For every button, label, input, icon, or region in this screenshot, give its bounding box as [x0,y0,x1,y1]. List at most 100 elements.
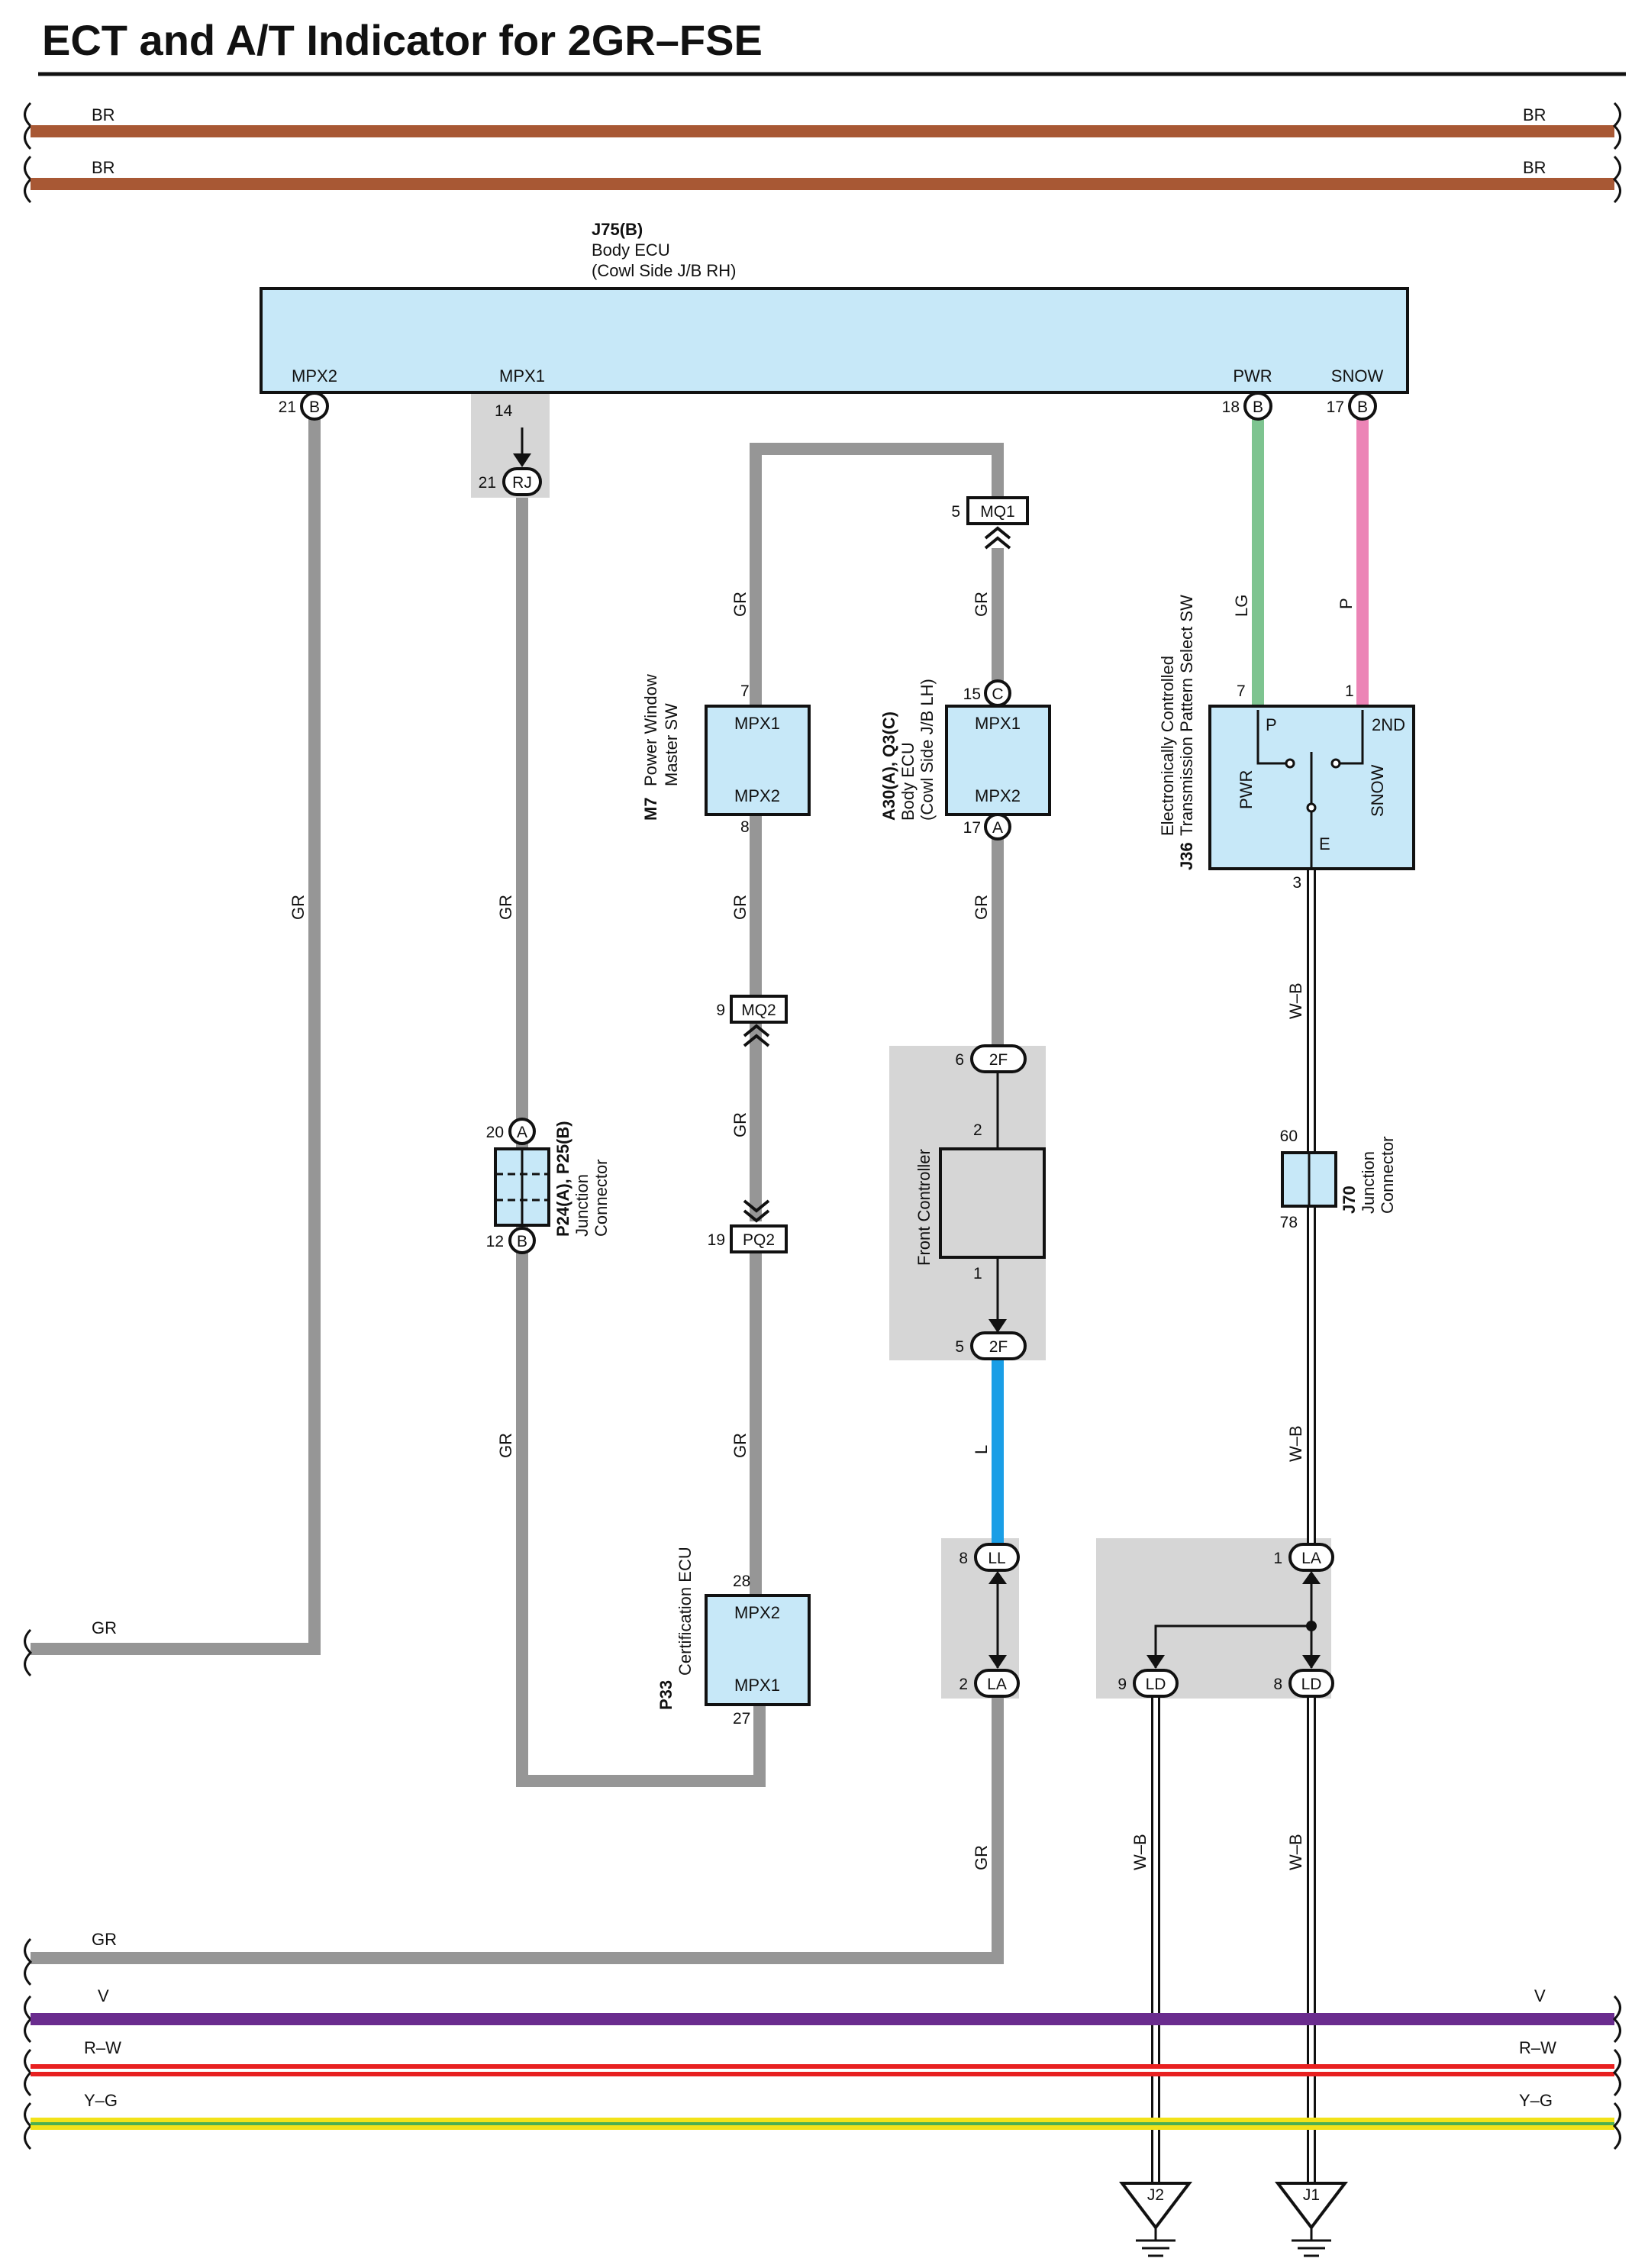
svg-text:J36: J36 [1177,842,1196,870]
svg-text:B: B [1253,398,1263,416]
j75-location: (Cowl Side J/B RH) [592,261,736,280]
svg-text:W–B: W–B [1286,1425,1305,1462]
svg-text:Junction: Junction [1359,1151,1378,1214]
svg-text:A: A [517,1124,527,1141]
svg-text:GR: GR [289,895,308,920]
bus-label-br-3: BR [1523,105,1546,124]
svg-text:E: E [1319,834,1330,853]
svg-text:9: 9 [716,1002,725,1019]
bus-label-rw-right: R–W [1519,2038,1556,2057]
svg-text:A30(A), Q3(C): A30(A), Q3(C) [879,711,898,821]
svg-text:J2: J2 [1147,2186,1164,2204]
svg-text:60: 60 [1280,1128,1298,1145]
svg-text:2F: 2F [989,1051,1008,1069]
j75-pin-pwr: PWR [1233,366,1272,386]
svg-text:W–B: W–B [1286,1834,1305,1870]
svg-text:Body ECU: Body ECU [898,742,918,821]
j75-id: J75(B) [592,220,643,239]
pq2-connector: PQ2 19 [708,1199,788,1253]
svg-text:15: 15 [963,686,981,703]
svg-text:GR: GR [972,592,991,617]
svg-text:8: 8 [959,1550,968,1567]
j75-pin-mpx1: MPX1 [499,366,545,386]
svg-text:P24(A), P25(B): P24(A), P25(B) [553,1121,572,1237]
svg-text:7: 7 [740,682,750,700]
svg-text:MPX2: MPX2 [734,786,780,805]
svg-text:J70: J70 [1340,1186,1359,1214]
svg-text:28: 28 [733,1573,750,1590]
p33-certification-ecu: 28 MPX2 MPX1 27 P33 Certification ECU [656,1547,811,1728]
svg-text:19: 19 [708,1231,725,1249]
svg-text:Certification ECU: Certification ECU [676,1547,695,1676]
svg-text:LA: LA [987,1676,1007,1693]
svg-text:C: C [992,686,1003,703]
svg-text:PQ2: PQ2 [743,1231,775,1249]
svg-text:2: 2 [959,1676,968,1693]
svg-text:MQ1: MQ1 [980,503,1015,521]
gr-label-left-2: GR [92,1930,117,1949]
ground-j1: J1 [1274,2182,1349,2257]
svg-text:Power Window: Power Window [641,674,660,786]
svg-text:5: 5 [955,1338,964,1356]
svg-text:GR: GR [730,895,750,920]
svg-text:7: 7 [1237,682,1246,700]
svg-text:LL: LL [988,1550,1005,1567]
svg-text:LG: LG [1232,595,1251,617]
svg-text:LD: LD [1301,1676,1322,1693]
svg-text:M7: M7 [641,797,660,821]
svg-text:27: 27 [733,1710,750,1728]
svg-text:GR: GR [496,895,515,920]
svg-text:8: 8 [740,818,750,836]
m7-power-window-master-sw: 7 MPX1 MPX2 8 M7 Power Window Master SW [641,674,811,836]
svg-text:6: 6 [955,1051,964,1069]
bus-label-v-left: V [98,1986,109,2005]
svg-text:W–B: W–B [1286,982,1305,1019]
svg-text:GR: GR [972,895,991,920]
svg-text:J1: J1 [1303,2186,1320,2204]
svg-text:MPX1: MPX1 [734,1676,780,1695]
svg-text:MPX1: MPX1 [975,714,1021,733]
svg-text:2F: 2F [989,1338,1008,1356]
svg-text:5: 5 [951,503,960,521]
bus-label-rw-left: R–W [84,2038,121,2057]
svg-text:GR: GR [972,1845,991,1870]
svg-text:GR: GR [496,1433,515,1458]
svg-text:Connector: Connector [1378,1136,1397,1214]
svg-text:P: P [1337,598,1356,609]
svg-text:78: 78 [1280,1214,1298,1231]
svg-text:LD: LD [1146,1676,1166,1693]
p24-junction-connector: A 20 B 12 P24(A), P25(B) Junction Connec… [486,1118,611,1254]
svg-text:MPX2: MPX2 [734,1603,780,1622]
svg-text:A: A [992,819,1003,837]
gr-label-left-1: GR [92,1618,117,1637]
svg-text:GR: GR [730,1112,750,1137]
j75-pin-connectors: B 21 14 B 18 B 17 [279,392,1377,421]
svg-text:2ND: 2ND [1372,715,1405,734]
bus-label-br-1: BR [92,105,115,124]
mq2-connector: MQ2 9 [716,995,788,1047]
svg-text:Front Controller: Front Controller [914,1149,934,1266]
j75-name: Body ECU [592,240,670,260]
la-ld-connectors: LA 1 LD 9 LD 8 [1117,1543,1334,1698]
svg-text:Junction: Junction [572,1174,592,1237]
svg-text:2: 2 [973,1121,982,1139]
svg-text:21: 21 [479,474,496,492]
svg-text:18: 18 [1222,398,1240,416]
svg-text:LA: LA [1301,1550,1321,1567]
svg-text:P33: P33 [656,1680,676,1710]
bus-label-yg-left: Y–G [84,2091,118,2110]
svg-text:MPX1: MPX1 [734,714,780,733]
j75-pin-snow: SNOW [1331,366,1384,386]
bottom-bus: GR GR V R–W Y–G V R–W Y–G [24,1618,1621,2150]
j36-pattern-select-sw: 7 1 P 2ND PWR SNOW E 3 J36 Electronicall… [1158,595,1415,892]
top-bus: BR BR BR BR [24,102,1621,204]
svg-text:Connector: Connector [592,1159,611,1237]
diagram-title: ECT and A/T Indicator for 2GR–FSE [42,16,763,64]
svg-text:17: 17 [963,819,981,837]
svg-text:14: 14 [495,402,513,420]
bus-label-yg-right: Y–G [1519,2091,1553,2110]
svg-text:PWR: PWR [1237,770,1256,809]
svg-text:20: 20 [486,1124,504,1141]
mq1-connector: MQ1 5 [951,496,1029,550]
ground-j2: J2 [1118,2182,1193,2257]
